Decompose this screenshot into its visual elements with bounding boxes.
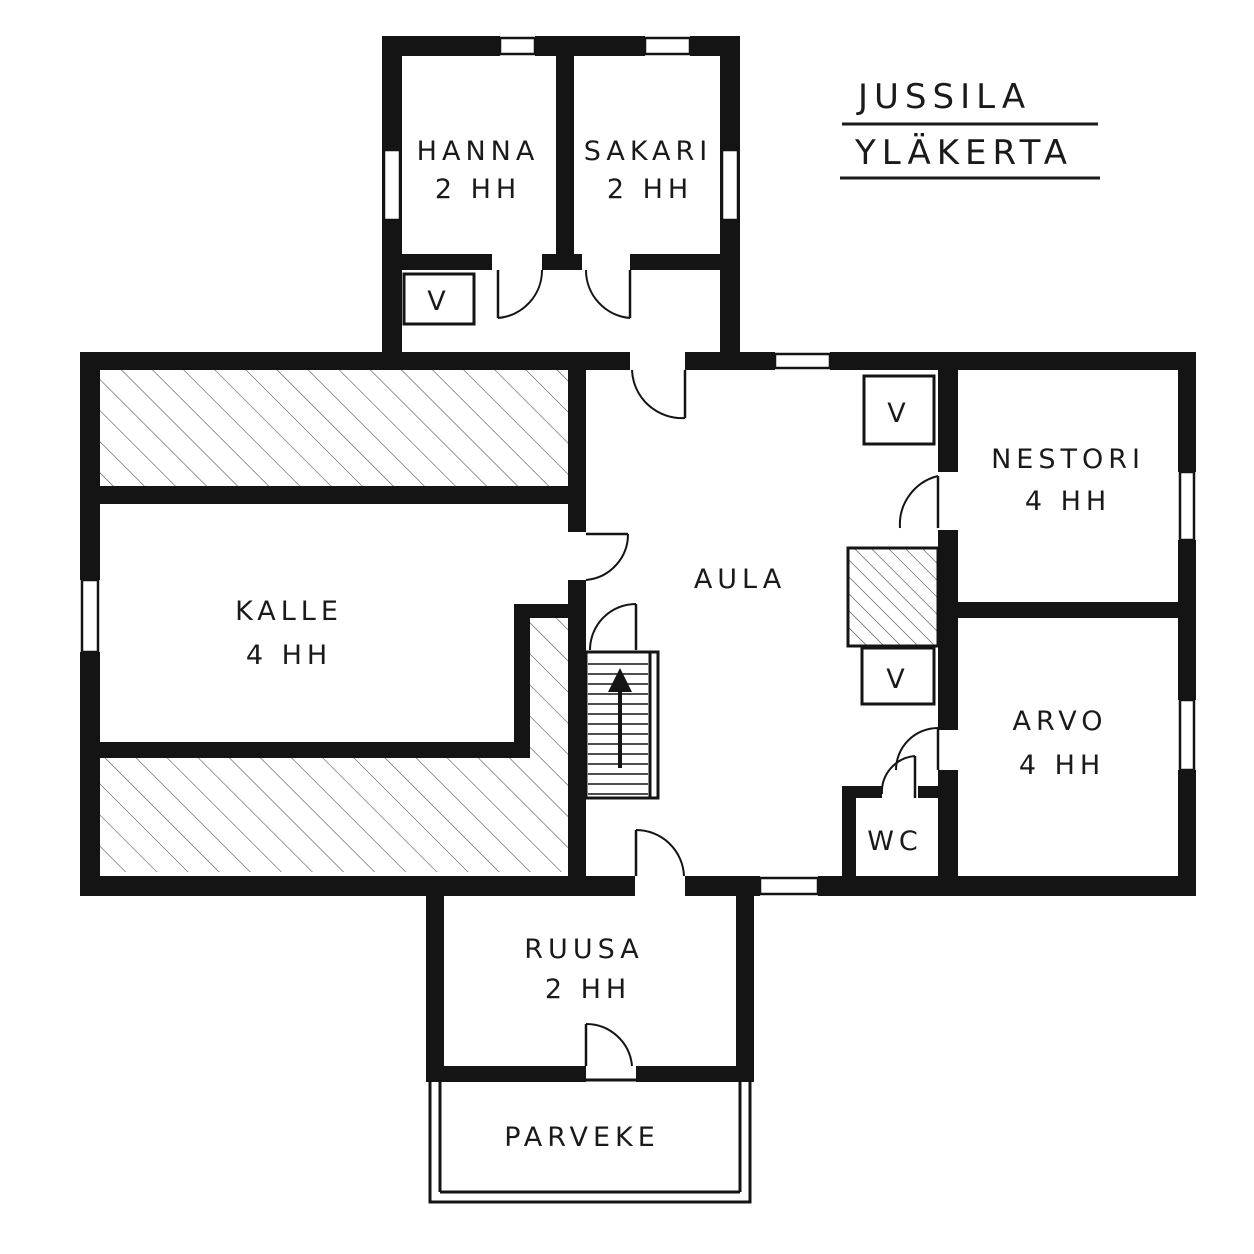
room-hanna-name: HANNA — [417, 136, 540, 167]
room-hanna-size: 2 HH — [435, 174, 521, 205]
closet-box-mid — [860, 646, 936, 706]
room-wc-name: WC — [867, 826, 923, 857]
interior-walls — [100, 370, 1178, 876]
closet-box-north — [402, 272, 476, 326]
balcony-railing — [428, 1078, 752, 1204]
windows — [80, 352, 1196, 896]
closet-north-label: V — [427, 286, 450, 317]
room-kalle-size: 4 HH — [246, 640, 332, 671]
staircase — [584, 650, 660, 800]
chimney — [846, 546, 940, 648]
room-kalle-name: KALLE — [235, 596, 343, 627]
closet-aula-top-label: V — [887, 398, 910, 429]
title-line-2: YLÄKERTA — [854, 133, 1073, 173]
outer-walls — [80, 352, 1196, 896]
room-sakari-name: SAKARI — [584, 136, 713, 167]
plan-title: JUSSILA YLÄKERTA — [840, 77, 1100, 180]
room-sakari-size: 2 HH — [607, 174, 693, 205]
room-ruusa-size: 2 HH — [545, 974, 631, 1005]
room-arvo-name: ARVO — [1012, 706, 1107, 737]
room-ruusa-name: RUUSA — [524, 934, 643, 965]
room-nestori-name: NESTORI — [991, 444, 1145, 475]
attic-eave-south — [100, 615, 570, 872]
south-annex-walls — [426, 894, 754, 1082]
room-parveke-name: PARVEKE — [504, 1122, 660, 1153]
doors — [496, 269, 940, 1067]
room-arvo-size: 4 HH — [1019, 750, 1105, 781]
title-line-1: JUSSILA — [856, 77, 1031, 117]
closet-aula-mid-label: V — [886, 664, 909, 695]
annex-windows — [382, 36, 740, 222]
room-aula-name: AULA — [694, 564, 786, 595]
closet-box-top — [862, 374, 936, 446]
attic-eave-north — [100, 370, 570, 488]
room-labels: HANNA 2 HH SAKARI 2 HH KALLE 4 HH AULA N… — [235, 136, 1145, 1153]
stair-direction-arrow — [608, 668, 632, 768]
room-nestori-size: 4 HH — [1025, 486, 1111, 517]
